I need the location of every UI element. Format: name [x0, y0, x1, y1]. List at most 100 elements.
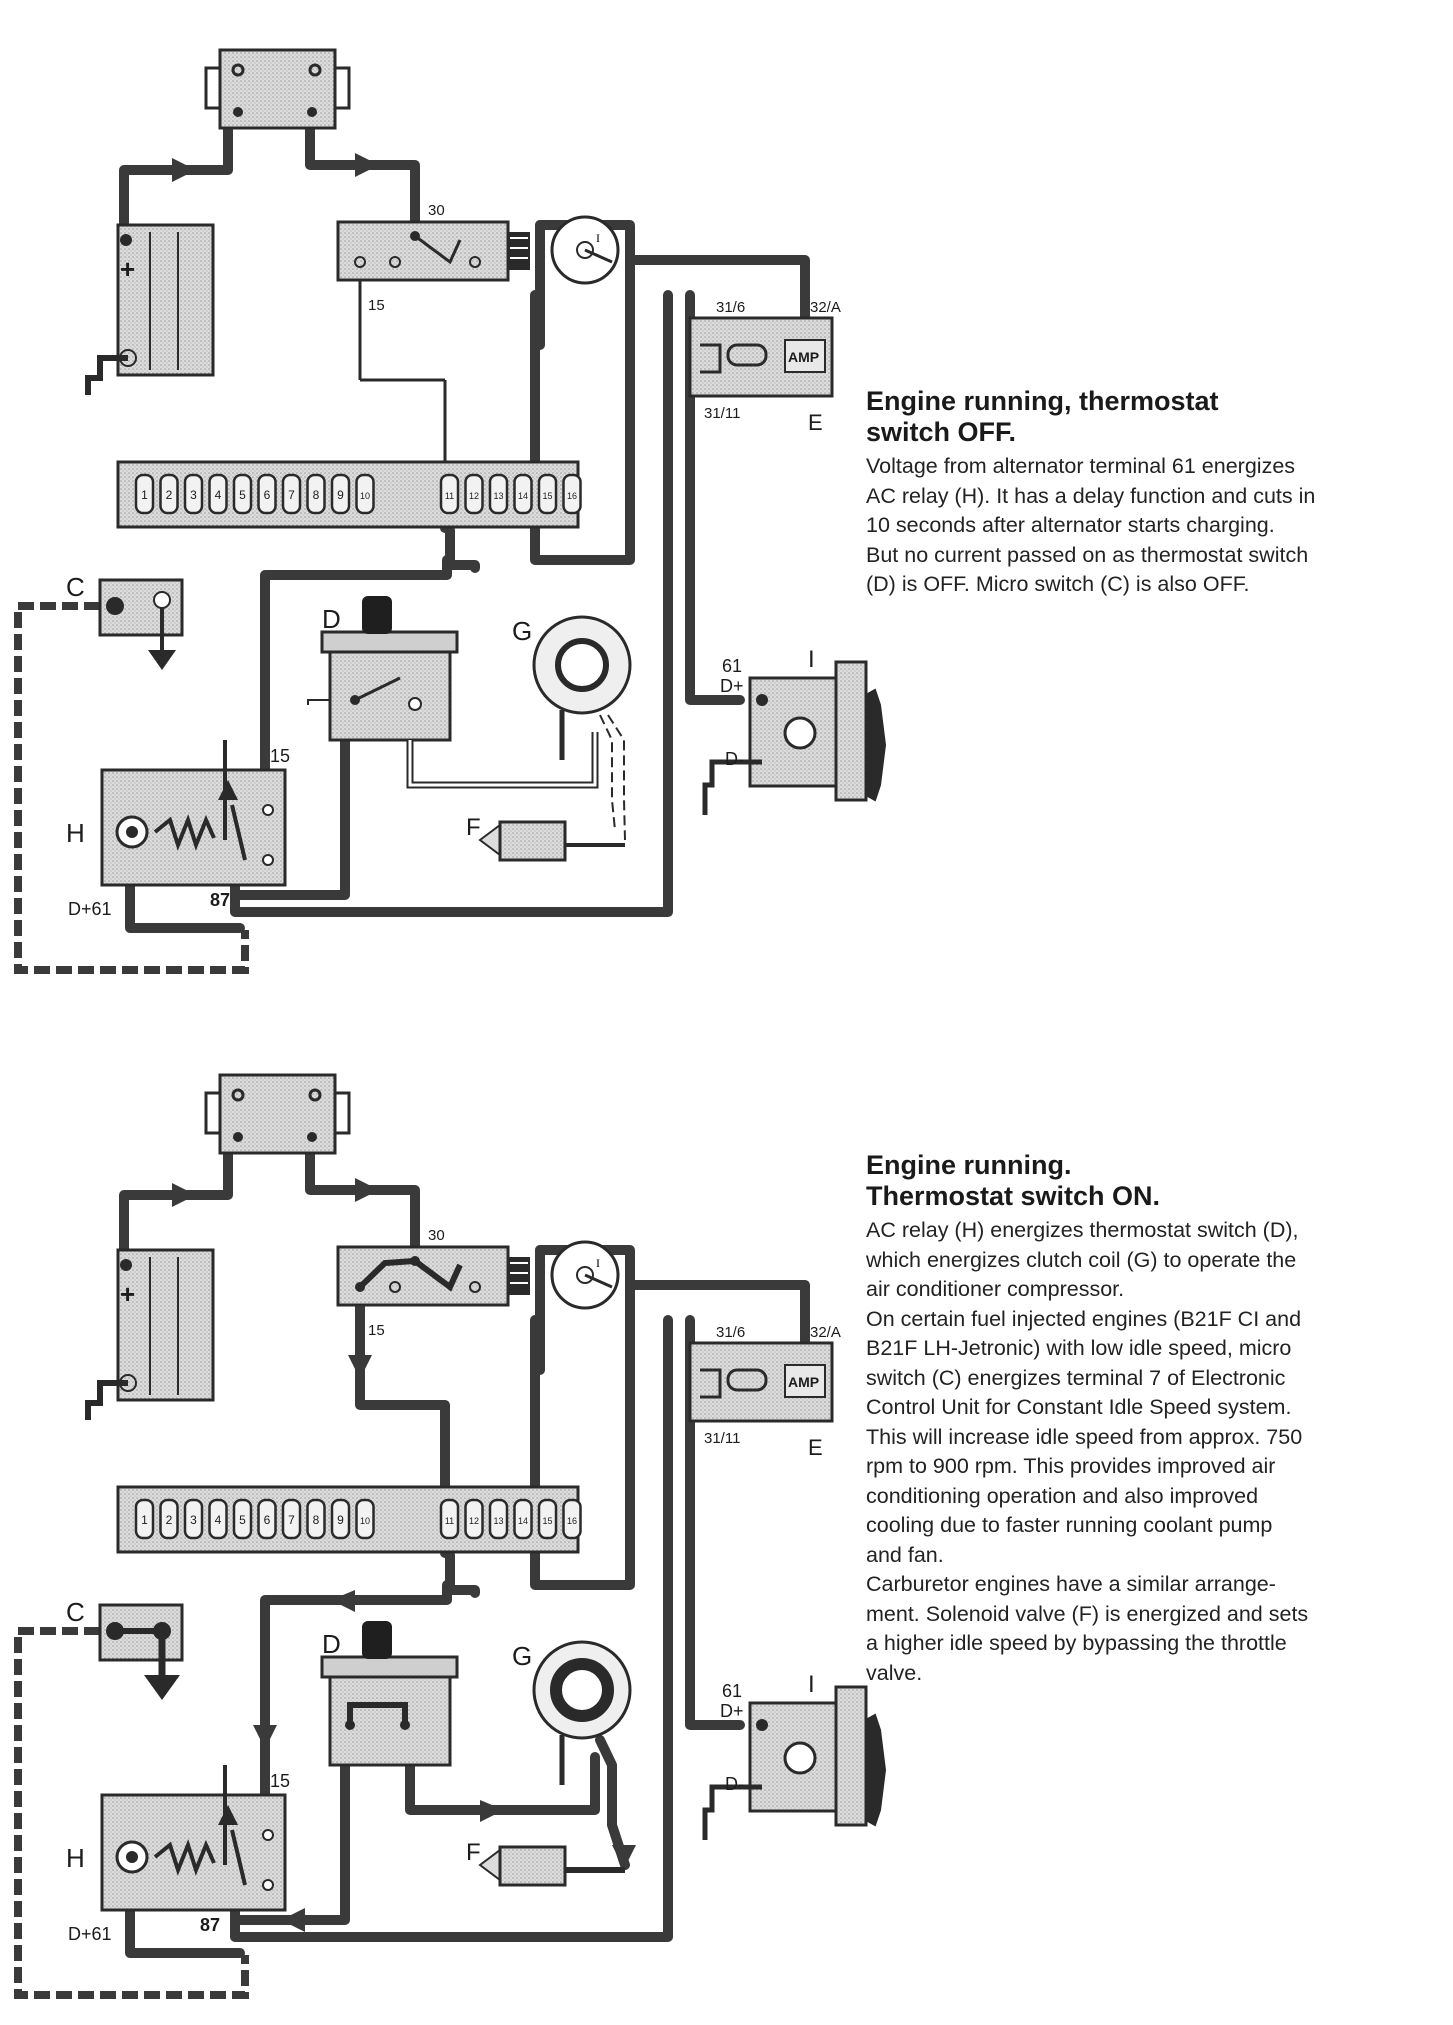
- fuse-slot: [306, 1498, 326, 1540]
- fuse-number: 1: [141, 1513, 148, 1527]
- thermostat-switch-d: D: [307, 596, 459, 742]
- fuse-number: 7: [288, 488, 295, 502]
- label-h: H: [66, 818, 85, 848]
- fuse-slot: [232, 473, 253, 515]
- panel1-body-line: But no current passed on as thermostat s…: [866, 542, 1309, 567]
- terminal-32-a-label: 32/A: [810, 1324, 841, 1341]
- thermostat-switch-d: D: [320, 1621, 459, 1767]
- fuse-number: 2: [166, 488, 173, 502]
- amp-label: AMP: [788, 1374, 819, 1390]
- label-e: E: [808, 410, 823, 435]
- relay-d-plus-61-label: D+61: [68, 899, 112, 919]
- key-position-dial: I: [550, 215, 620, 285]
- label-g: G: [512, 1641, 532, 1671]
- fuse-slot: [464, 1498, 484, 1540]
- fuse-number: 15: [542, 491, 552, 501]
- panel1-body: Voltage from alternator terminal 61 ener…: [866, 452, 1406, 600]
- terminal-31-6-label: 31/6: [716, 1324, 745, 1341]
- panel1-title-line2: switch OFF.: [866, 417, 1017, 447]
- panel2-title: Engine running. Thermostat switch ON.: [866, 1150, 1406, 1212]
- junction-block-top: [204, 1073, 351, 1155]
- diagram-thermostat-on: + 30 15 I AMP: [14, 1073, 887, 1999]
- alternator-d-plus-label: D+: [720, 1701, 744, 1721]
- fuse-number: 1: [141, 488, 148, 502]
- fuse-number: 2: [166, 1513, 173, 1527]
- label-c: C: [66, 572, 85, 602]
- fuse-number: 16: [567, 1516, 577, 1526]
- fuse-number: 14: [518, 1516, 528, 1526]
- panel2-body-line: conditioning operation and also improved: [866, 1483, 1259, 1508]
- fuse-slot: [306, 473, 326, 515]
- relay-terminal-87-label: 87: [200, 1915, 220, 1935]
- ignition-switch: 30 15: [336, 202, 530, 470]
- fuse-slot: [439, 473, 460, 515]
- battery: +: [85, 1248, 215, 1420]
- panel2-title-line2: Thermostat switch ON.: [866, 1181, 1161, 1211]
- fuse-number: 12: [469, 491, 479, 501]
- battery-plus-label: +: [120, 254, 135, 284]
- panel2-body-line: Control Unit for Constant Idle Speed sys…: [866, 1395, 1292, 1419]
- fuse-number: 3: [190, 1513, 197, 1527]
- fuse-number: 9: [337, 1513, 344, 1527]
- current-arrows: [172, 1178, 636, 1932]
- dial-mark: I: [596, 1256, 600, 1270]
- fuse-slot: [257, 1498, 277, 1540]
- fuse-number: 7: [288, 1513, 295, 1527]
- label-e: E: [808, 1435, 823, 1460]
- terminal-31-11-label: 31/11: [704, 405, 740, 422]
- control-unit-e: AMP 31/6 32/A 31/11 E: [688, 299, 841, 435]
- label-f: F: [466, 1839, 481, 1866]
- label-i: I: [808, 646, 815, 673]
- clutch-coil-g: G: [512, 1640, 632, 1785]
- fuse-slot: [330, 1498, 351, 1540]
- clutch-coil-g: G: [512, 615, 632, 841]
- panel2-title-line1: Engine running.: [866, 1150, 1072, 1180]
- micro-switch-c: C: [66, 572, 184, 670]
- fuse-number: 11: [445, 491, 454, 501]
- fuse-number: 14: [518, 491, 528, 501]
- label-d: D: [322, 604, 341, 634]
- terminal-31-11-label: 31/11: [704, 1430, 740, 1447]
- alternator-d-plus-label: D+: [720, 676, 744, 696]
- alternator-d-minus-label: D-: [725, 749, 744, 769]
- terminal-61-label: 61: [722, 1681, 742, 1701]
- panel2-body-line: air conditioner compressor.: [866, 1277, 1125, 1301]
- relay-terminal-15-label: 15: [270, 1771, 290, 1791]
- micro-switch-c: C: [66, 1597, 184, 1700]
- terminal-30-label: 30: [428, 1227, 445, 1244]
- fuse-number: 4: [215, 488, 222, 502]
- fuse-number: 11: [445, 1516, 454, 1526]
- fuse-slot: [159, 1498, 179, 1540]
- fuse-number: 16: [567, 491, 577, 501]
- fuse-slot: [281, 473, 302, 515]
- fuse-number: 3: [190, 488, 197, 502]
- panel1-title-line1: Engine running, thermostat: [866, 386, 1219, 416]
- relay-terminal-87-label: 87: [210, 890, 230, 910]
- panel2-body-line: which energizes clutch coil (G) to opera…: [866, 1247, 1297, 1272]
- panel2-body-line: and fan.: [866, 1542, 944, 1567]
- panel2-body-line: a higher idle speed by bypassing the thr…: [866, 1631, 1287, 1655]
- terminal-31-6-label: 31/6: [716, 299, 745, 316]
- junction-block-top: [204, 48, 351, 130]
- panel1-title: Engine running, thermostat switch OFF.: [866, 386, 1406, 448]
- ac-relay-h: H 15 87 D+61: [66, 1765, 290, 1944]
- solenoid-valve-f: F: [466, 1839, 625, 1887]
- control-unit-e: AMP 31/6 32/A 31/11 E: [688, 1324, 841, 1460]
- fuse-number: 6: [264, 488, 271, 502]
- fuse-slot: [281, 1498, 302, 1540]
- panel2-body-line: switch (C) energizes terminal 7 of Elect…: [866, 1365, 1286, 1390]
- diagram-thermostat-off: + 30 15 I: [14, 48, 887, 974]
- amp-label: AMP: [788, 349, 819, 365]
- fuse-slot: [513, 1498, 533, 1540]
- battery: +: [85, 223, 215, 395]
- fuse-number: 9: [337, 488, 344, 502]
- terminal-30-label: 30: [428, 202, 445, 219]
- label-d: D: [322, 1629, 341, 1659]
- label-g: G: [512, 616, 532, 646]
- fuse-number: 12: [469, 1516, 479, 1526]
- terminal-15-label: 15: [368, 1322, 385, 1339]
- relay-terminal-15-label: 15: [270, 746, 290, 766]
- panel1-body-line: (D) is OFF. Micro switch (C) is also OFF…: [866, 572, 1250, 596]
- fuse-number: 6: [264, 1513, 271, 1527]
- fuse-slot: [513, 473, 533, 515]
